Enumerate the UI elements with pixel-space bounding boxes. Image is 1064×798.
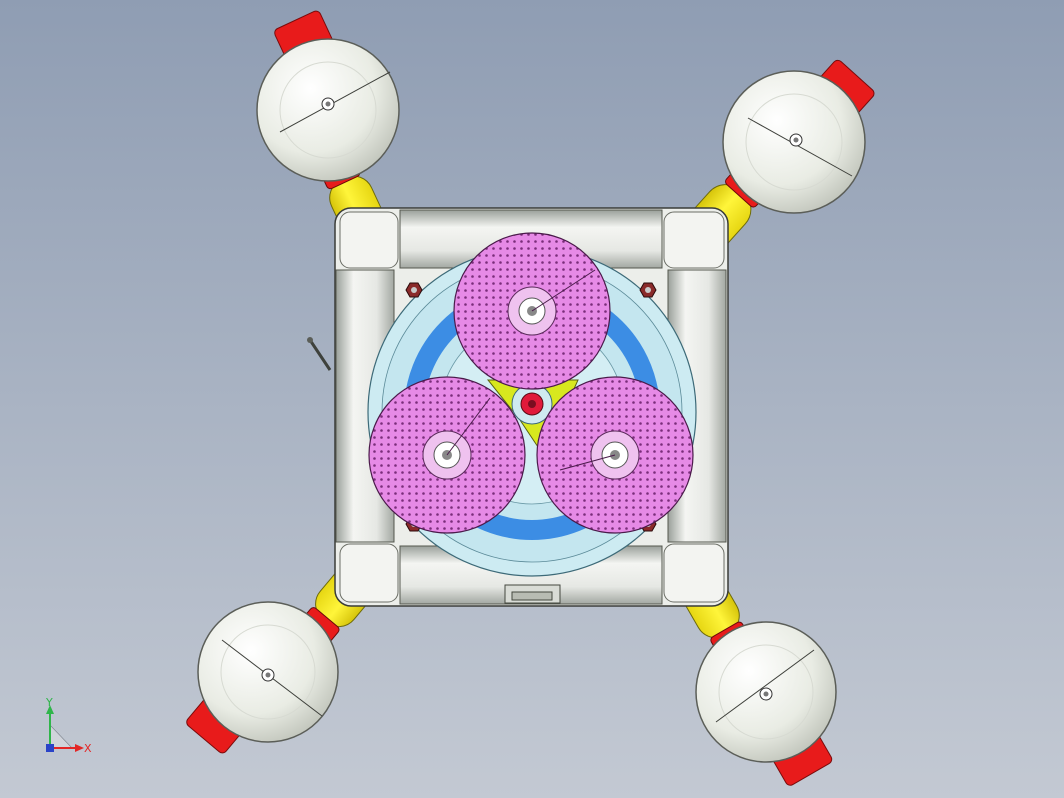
triad-y-label: Y [45,696,53,709]
triad-x-label: X [84,742,92,755]
coordinate-triad: X Y [45,696,92,755]
triad-z-axis [46,744,54,752]
brush-bottom-right[interactable] [536,376,694,534]
brush-top[interactable] [453,232,611,390]
wheel-top-left[interactable] [256,9,400,182]
wheel-bottom-left[interactable] [185,601,339,755]
wheel-bottom-right[interactable] [695,621,837,787]
wheel-top-right[interactable] [722,58,876,214]
brush-bottom-left[interactable] [368,376,526,534]
